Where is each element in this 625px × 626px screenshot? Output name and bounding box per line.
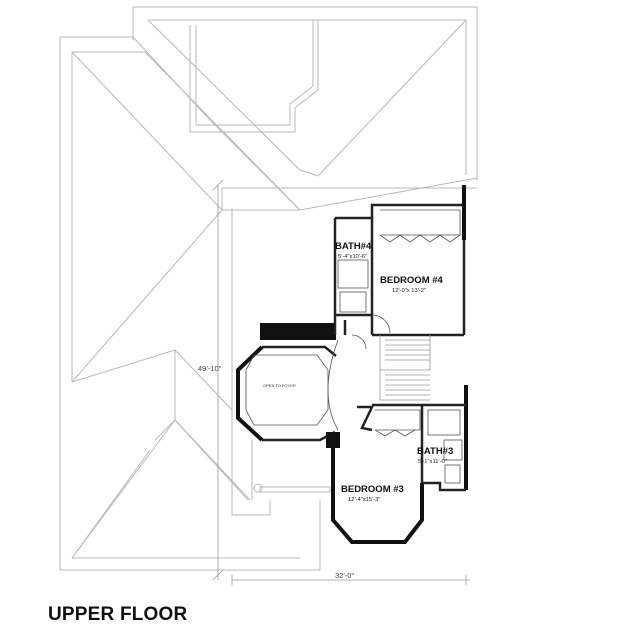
width-dimension: 32'-0" — [335, 571, 354, 580]
bath3-name: BATH#3 — [417, 446, 453, 457]
bath3-dims: 5'-1"x11'-0" — [418, 459, 447, 465]
fixtures — [245, 209, 463, 484]
stairs — [385, 339, 430, 396]
bedroom4-name: BEDROOM #4 — [380, 275, 444, 286]
walls — [236, 185, 468, 544]
bath4-name: BATH#4 — [335, 241, 372, 252]
depth-dimension: 49'-10" — [198, 364, 222, 373]
bedroom3-name: BEDROOM #3 — [341, 484, 404, 495]
bedroom4-dims: 12'-0"x 13'-2" — [392, 288, 426, 294]
open-to-foyer-label: OPEN TO FOYER — [263, 383, 296, 388]
roof-lines — [59, 6, 478, 571]
dimension-lines — [212, 179, 470, 585]
bath4-dims: 5'-4"x10'-6" — [338, 254, 367, 260]
bedroom3-dims: 12'-4"x15'-3" — [348, 497, 380, 503]
floor-title: UPPER FLOOR — [48, 604, 188, 625]
